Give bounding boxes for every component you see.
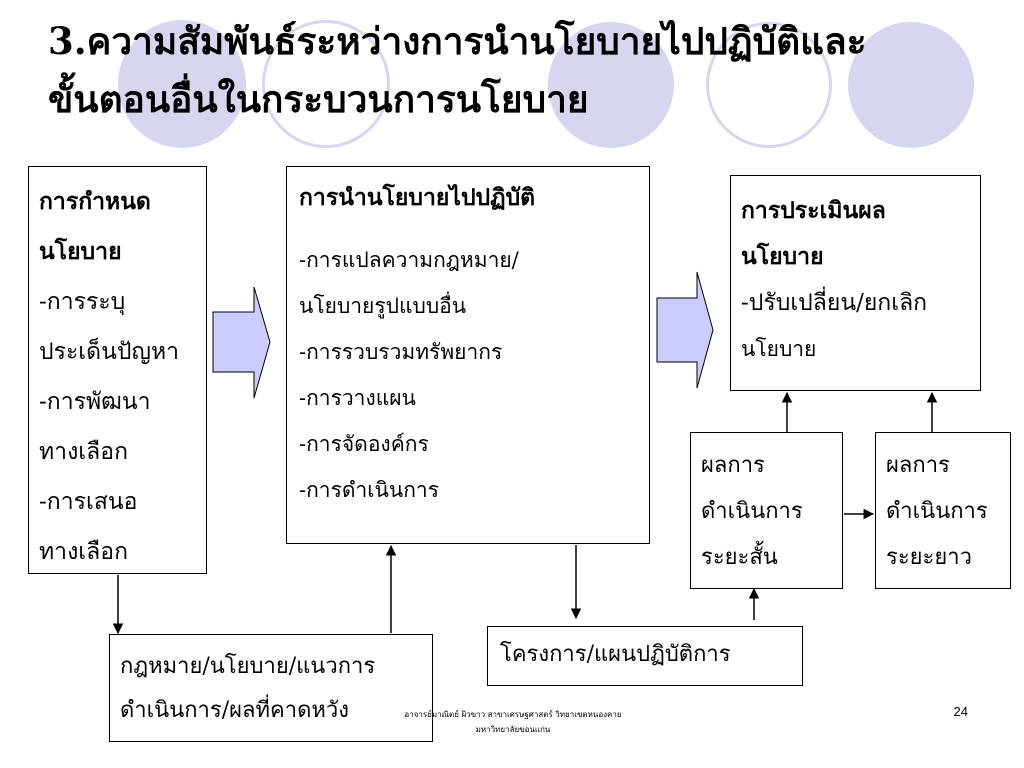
programs-action-plans-box: โครงการ/แผนปฏิบัติการ: [487, 626, 803, 686]
formulation-item-line: -การพัฒนา: [39, 389, 151, 415]
block-arrow-to-implementation: [212, 286, 271, 399]
implementation-item-line: นโยบายรูปแบบอื่น: [299, 294, 467, 318]
formulation-item-line: ประเด็นปัญหา: [39, 339, 180, 365]
footer-author-line: อาจารย์มาณิตย์ ผิวขาว สาขาเศรษฐศาสตร์ วิ…: [404, 710, 622, 719]
policy-formulation-box: การกำหนด นโยบาย -การระบุ ประเด็นปัญหา -ก…: [28, 166, 207, 574]
laws-line: ดำเนินการ/ผลที่คาดหวัง: [120, 698, 349, 723]
laws-lines: กฎหมาย/นโยบาย/แนวการ ดำเนินการ/ผลที่คาดห…: [120, 645, 432, 733]
long-term-line: ผลการ: [886, 453, 950, 478]
implementation-item-line: -การวางแผน: [299, 386, 416, 410]
policy-implementation-box: การนำนโยบายไปปฏิบัติ -การแปลความกฎหมาย/ …: [286, 166, 650, 544]
implementation-item-line: -การจัดองค์กร: [299, 432, 429, 456]
evaluation-lines: การประเมินผล นโยบาย -ปรับเปลี่ยน/ยกเลิก …: [741, 188, 980, 372]
decorative-circle: [118, 20, 246, 148]
formulation-item-line: -การระบุ: [39, 289, 126, 315]
short-term-line: ผลการ: [701, 453, 765, 478]
block-arrow-to-evaluation: [656, 271, 714, 389]
evaluation-item-line: -ปรับเปลี่ยน/ยกเลิก: [741, 290, 928, 316]
policy-evaluation-box: การประเมินผล นโยบาย -ปรับเปลี่ยน/ยกเลิก …: [730, 175, 981, 391]
decorative-ring: [706, 22, 832, 148]
formulation-heading-line: การกำหนด: [39, 188, 151, 215]
evaluation-item-line: นโยบาย: [741, 337, 817, 361]
long-term-lines: ผลการ ดำเนินการ ระยะยาว: [886, 443, 1010, 581]
footer-university-line: มหาวิทยาลัยขอนแก่น: [475, 725, 551, 734]
formulation-item-line: ทางเลือก: [39, 539, 129, 565]
evaluation-heading-line: นโยบาย: [741, 243, 824, 270]
long-term-line: ดำเนินการ: [886, 499, 988, 524]
long-term-outcome-box: ผลการ ดำเนินการ ระยะยาว: [875, 432, 1011, 589]
title-line-1: 3.ความสัมพันธ์ระหว่างการนำนโยบายไปปฏิบัต…: [48, 19, 867, 63]
slide-title: 3.ความสัมพันธ์ระหว่างการนำนโยบายไปปฏิบัต…: [48, 12, 948, 128]
evaluation-heading-line: การประเมินผล: [741, 197, 886, 224]
formulation-item-line: ทางเลือก: [39, 439, 129, 465]
short-term-outcome-box: ผลการ ดำเนินการ ระยะสั้น: [690, 432, 843, 589]
programs-text: โครงการ/แผนปฏิบัติการ: [500, 642, 731, 667]
formulation-item-line: -การเสนอ: [39, 489, 138, 515]
short-term-lines: ผลการ ดำเนินการ ระยะสั้น: [701, 443, 842, 581]
laws-line: กฎหมาย/นโยบาย/แนวการ: [120, 654, 376, 679]
implementation-item-line: -การดำเนินการ: [299, 478, 439, 502]
formulation-heading-line: นโยบาย: [39, 238, 122, 265]
implementation-heading: การนำนโยบายไปปฏิบัติ: [299, 184, 536, 211]
decorative-ring: [262, 20, 390, 148]
decorative-circle: [548, 22, 674, 148]
implementation-lines: -การแปลความกฎหมาย/ นโยบายรูปแบบอื่น -การ…: [299, 237, 649, 513]
laws-policies-box: กฎหมาย/นโยบาย/แนวการ ดำเนินการ/ผลที่คาดห…: [109, 634, 433, 742]
page-number: 24: [953, 704, 968, 719]
implementation-item-line: -การแปลความกฎหมาย/: [299, 248, 519, 272]
slide-footer: อาจารย์มาณิตย์ ผิวขาว สาขาเศรษฐศาสตร์ วิ…: [388, 707, 638, 737]
short-term-line: ดำเนินการ: [701, 499, 803, 524]
long-term-line: ระยะยาว: [886, 545, 972, 570]
implementation-item-line: -การรวบรวมทรัพยากร: [299, 340, 503, 364]
short-term-line: ระยะสั้น: [701, 545, 778, 570]
decorative-circle: [848, 22, 974, 148]
title-line-2: ขั้นตอนอื่นในกระบวนการนโยบาย: [48, 77, 589, 121]
policy-formulation-lines: การกำหนด นโยบาย -การระบุ ประเด็นปัญหา -ก…: [39, 177, 206, 577]
